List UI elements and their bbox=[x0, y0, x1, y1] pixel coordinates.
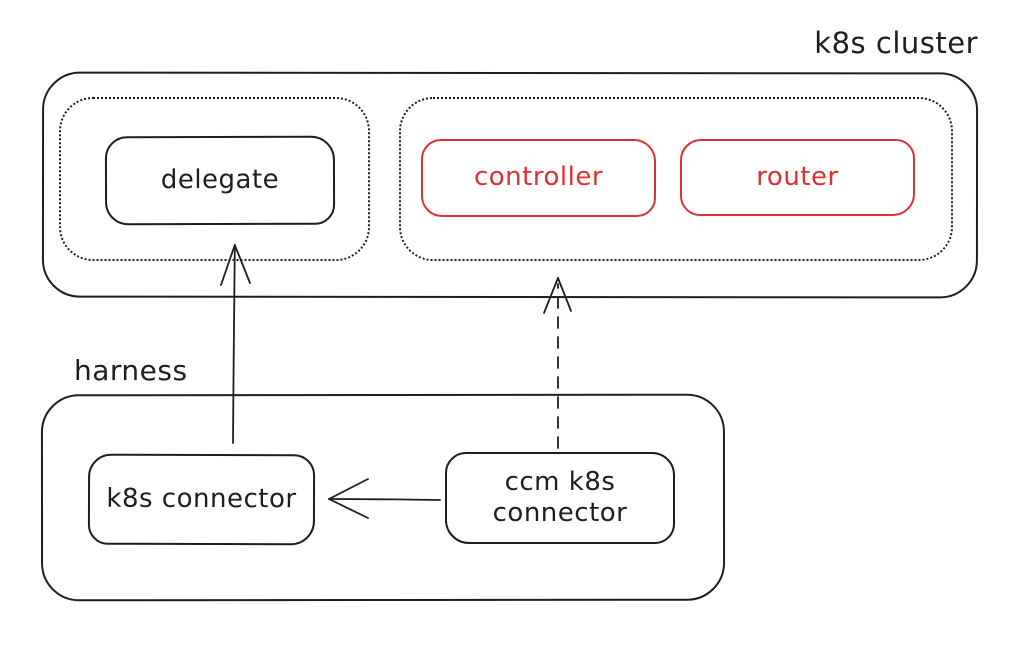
node-delegate-label: delegate bbox=[160, 164, 280, 196]
node-k8s-connector: k8s connector bbox=[87, 453, 316, 546]
node-controller: controller bbox=[421, 139, 656, 217]
delegate-group-box bbox=[59, 97, 370, 261]
node-router-label: router bbox=[756, 161, 839, 192]
services-group-box bbox=[399, 97, 953, 261]
node-k8s-connector-label: k8s connector bbox=[106, 483, 297, 515]
node-delegate: delegate bbox=[104, 135, 336, 226]
node-controller-label: controller bbox=[473, 162, 604, 193]
cluster-group-label: k8s cluster bbox=[814, 26, 978, 60]
node-ccm-connector: ccm k8s connector bbox=[445, 452, 675, 544]
harness-group-label: harness bbox=[74, 354, 188, 387]
node-ccm-connector-label: ccm k8s connector bbox=[492, 466, 628, 528]
node-router: router bbox=[680, 139, 915, 216]
